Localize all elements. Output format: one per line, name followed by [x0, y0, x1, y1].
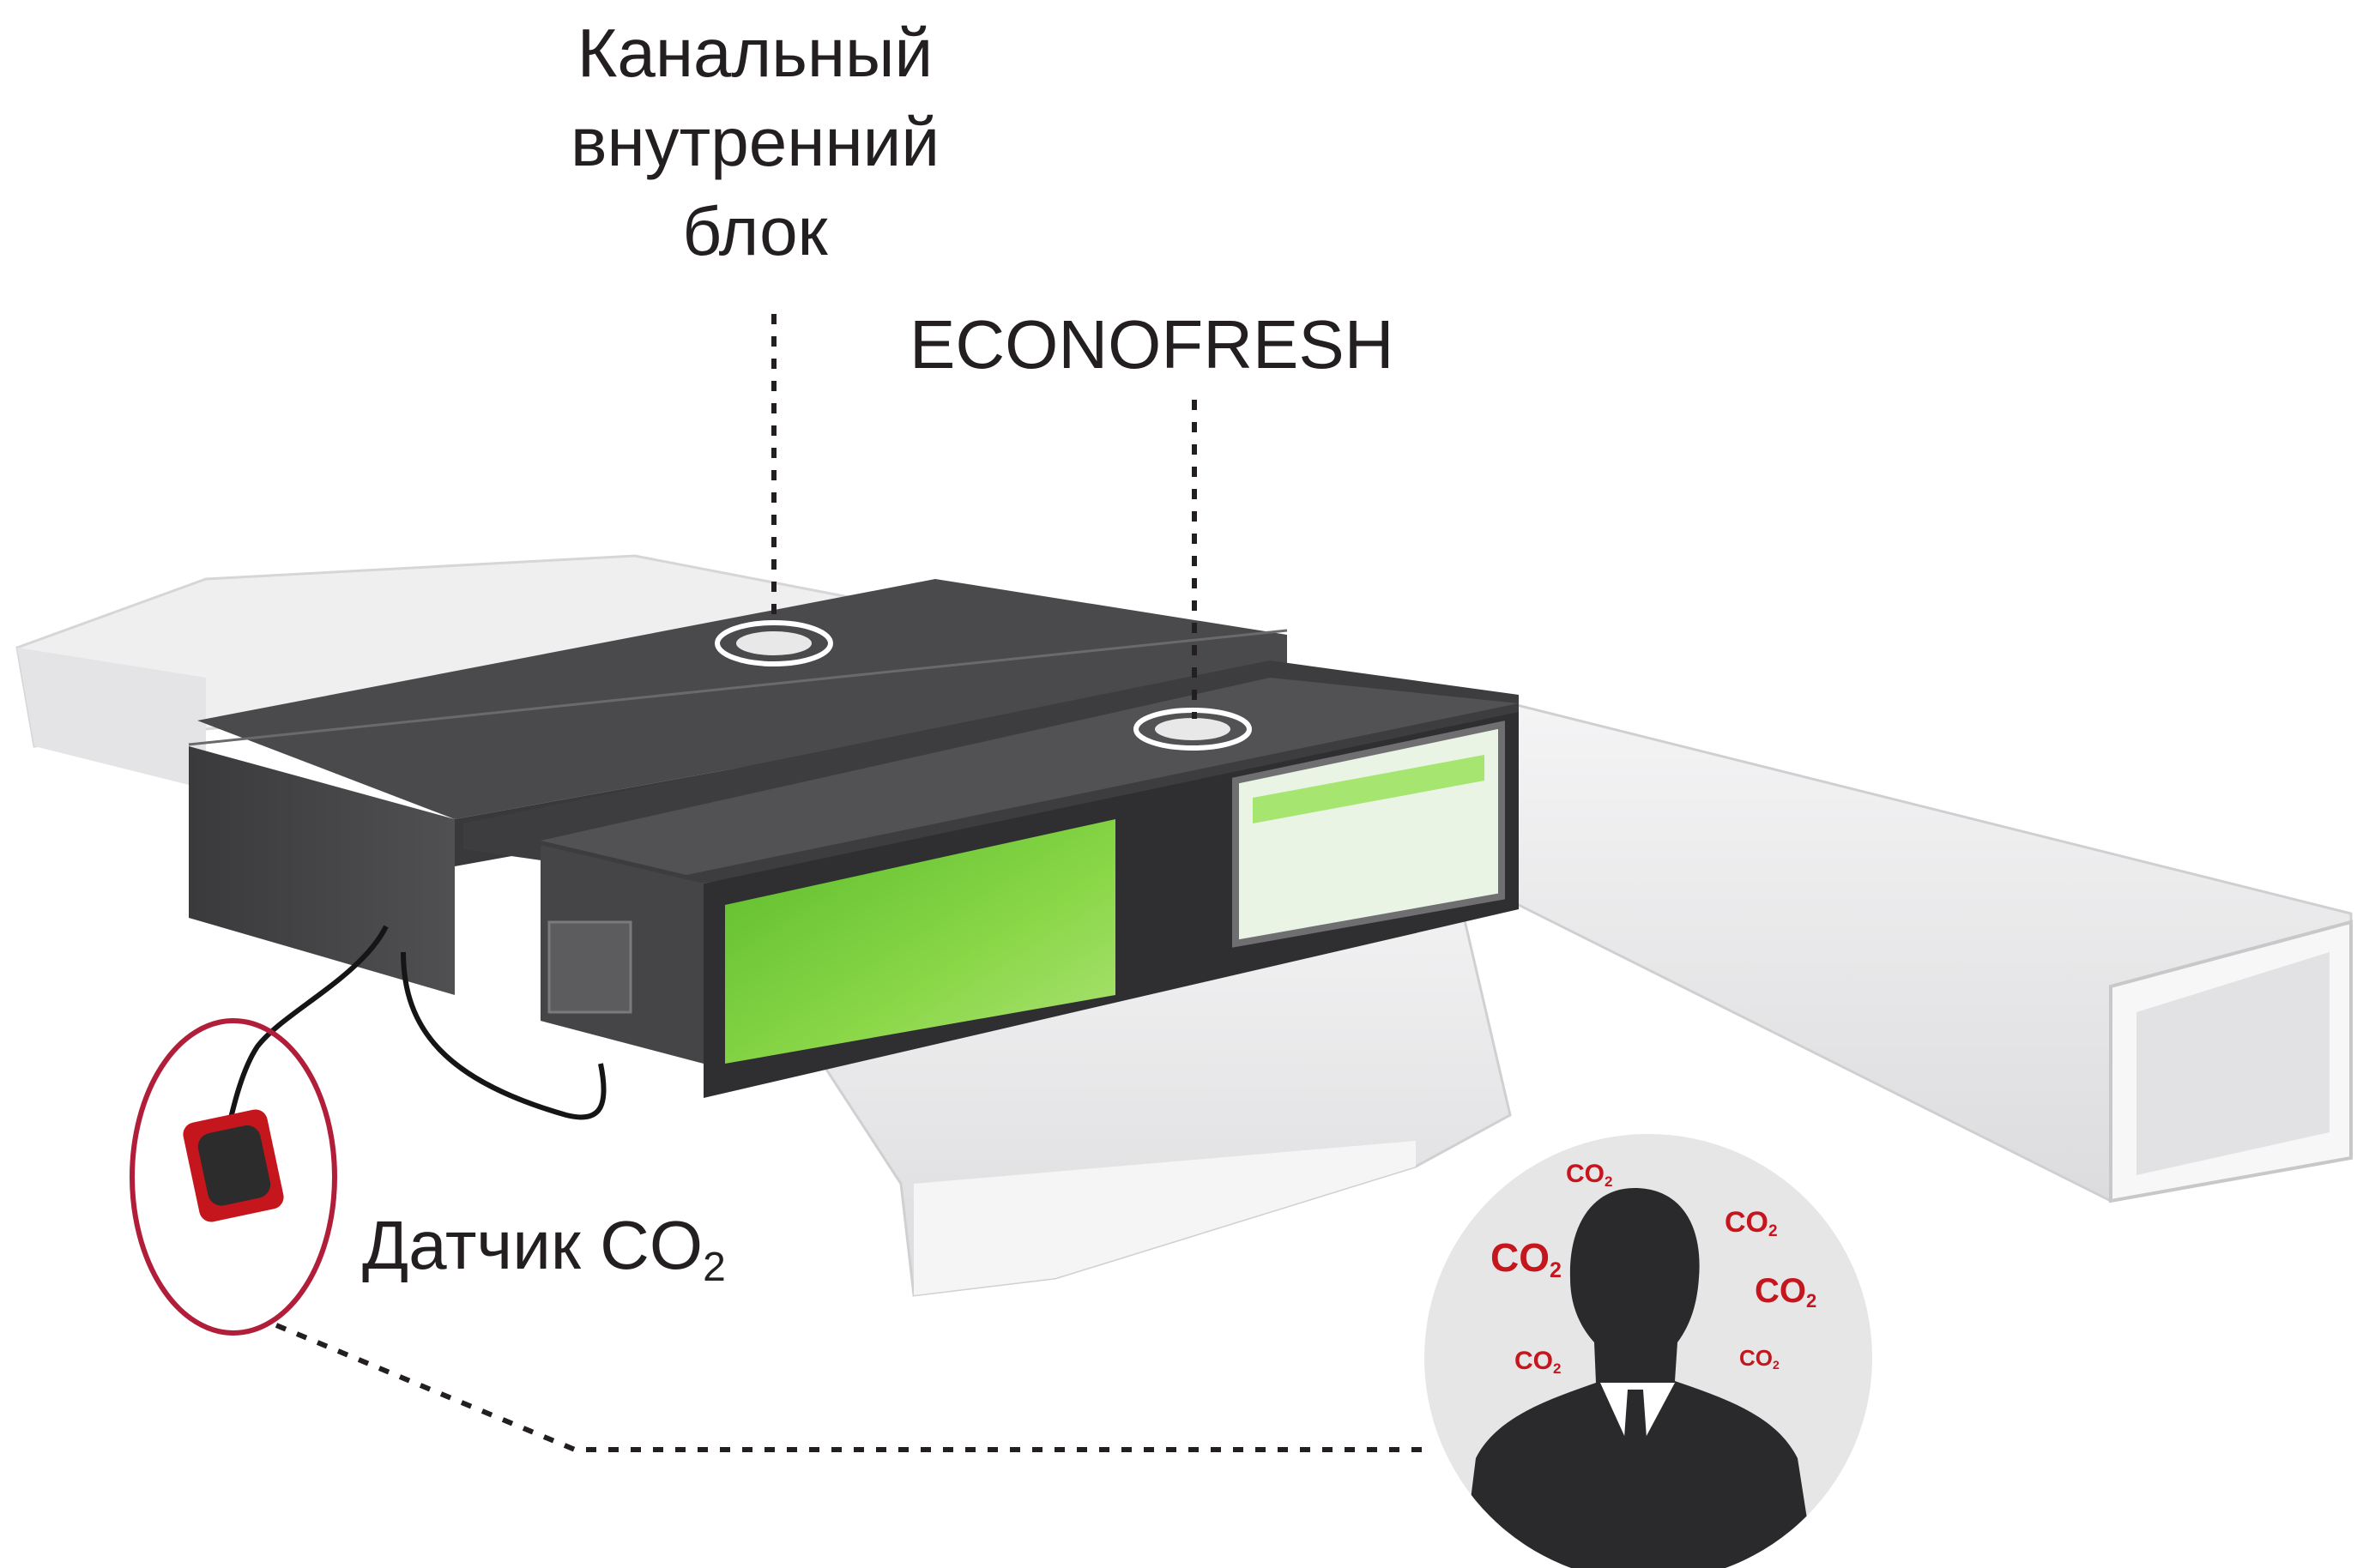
econofresh-label: ECONOFRESH	[910, 306, 1394, 383]
sensor-highlight-ring	[130, 1018, 337, 1336]
sensor-cable	[225, 925, 389, 1133]
indoor-unit-label-line-1: Канальный	[577, 15, 934, 91]
indoor-unit-label-line-3: блок	[682, 193, 828, 269]
supply-duct-right	[1508, 702, 2353, 1203]
indoor-unit-label: Канальный внутренний блок	[480, 9, 1030, 276]
co2-mark: CO2	[1725, 1206, 1778, 1240]
co2-sensor-device	[183, 1109, 284, 1222]
co2-mark: CO2	[1739, 1345, 1780, 1372]
filter-green-left	[725, 819, 1115, 1064]
econofresh-module	[463, 660, 1519, 1098]
co2-mark: CO2	[1490, 1235, 1562, 1282]
co2-mark: CO2	[1566, 1160, 1612, 1190]
person-silhouette	[1459, 1188, 1819, 1568]
module-cable	[401, 951, 607, 1120]
co2-mark: CO2	[1514, 1347, 1561, 1377]
co2-sensor-label: Датчик CO2	[362, 1201, 726, 1312]
sensor-to-occupant-leader	[275, 1323, 1424, 1452]
co2-sensor-label-subscript: 2	[703, 1245, 726, 1290]
co2-mark: CO2	[1755, 1272, 1816, 1312]
co2-sensor-label-text: Датчик CO	[362, 1207, 704, 1283]
supply-duct-left	[15, 554, 958, 789]
indoor-unit-label-line-2: внутренний	[570, 104, 940, 180]
